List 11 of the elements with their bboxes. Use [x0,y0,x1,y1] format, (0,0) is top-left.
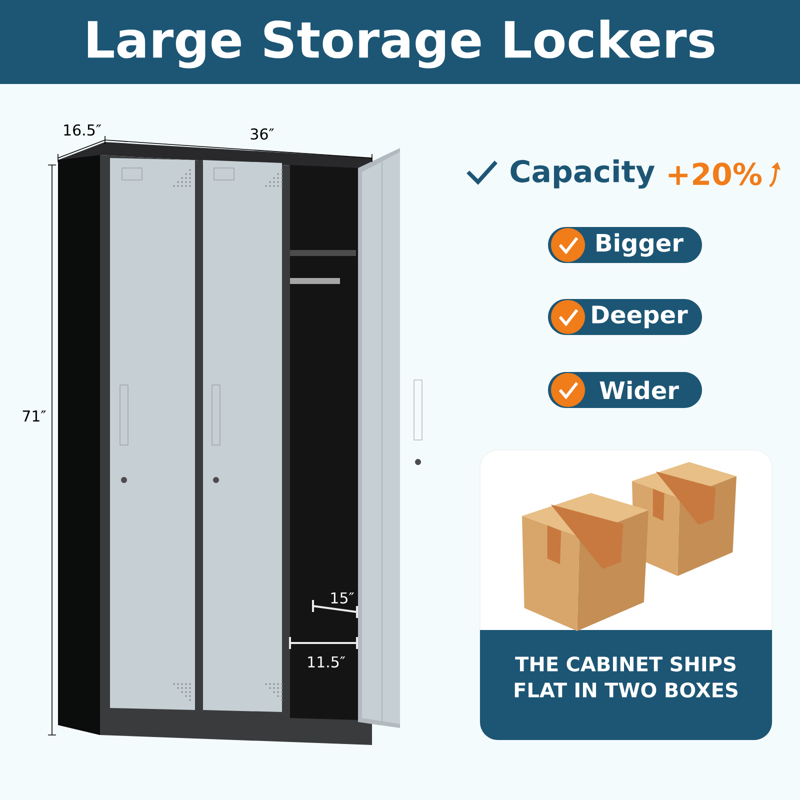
feature-pill: Wider [548,372,702,408]
dimension-label: 16.5″ [64,124,102,136]
dimension-label: 36″ [250,128,274,140]
dimension-label: 71″ [22,410,46,422]
capacity-label: Capacity [510,159,655,189]
dimension-label: 11.5″ [308,656,346,668]
feature-pill: Deeper [548,299,702,335]
title-banner: Large Storage Lockers [0,0,800,84]
dimension-label: 15″ [331,592,354,604]
percentage-label: +20% [668,162,762,186]
feature-pill: Bigger [548,227,702,263]
